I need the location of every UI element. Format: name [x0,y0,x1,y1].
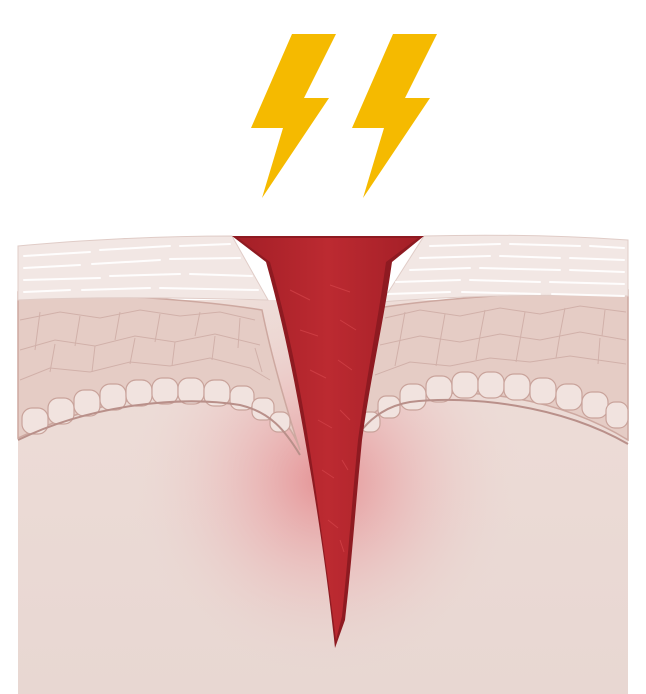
lightning-bolt-icon [251,34,336,198]
lightning-bolt-icon [352,34,437,198]
